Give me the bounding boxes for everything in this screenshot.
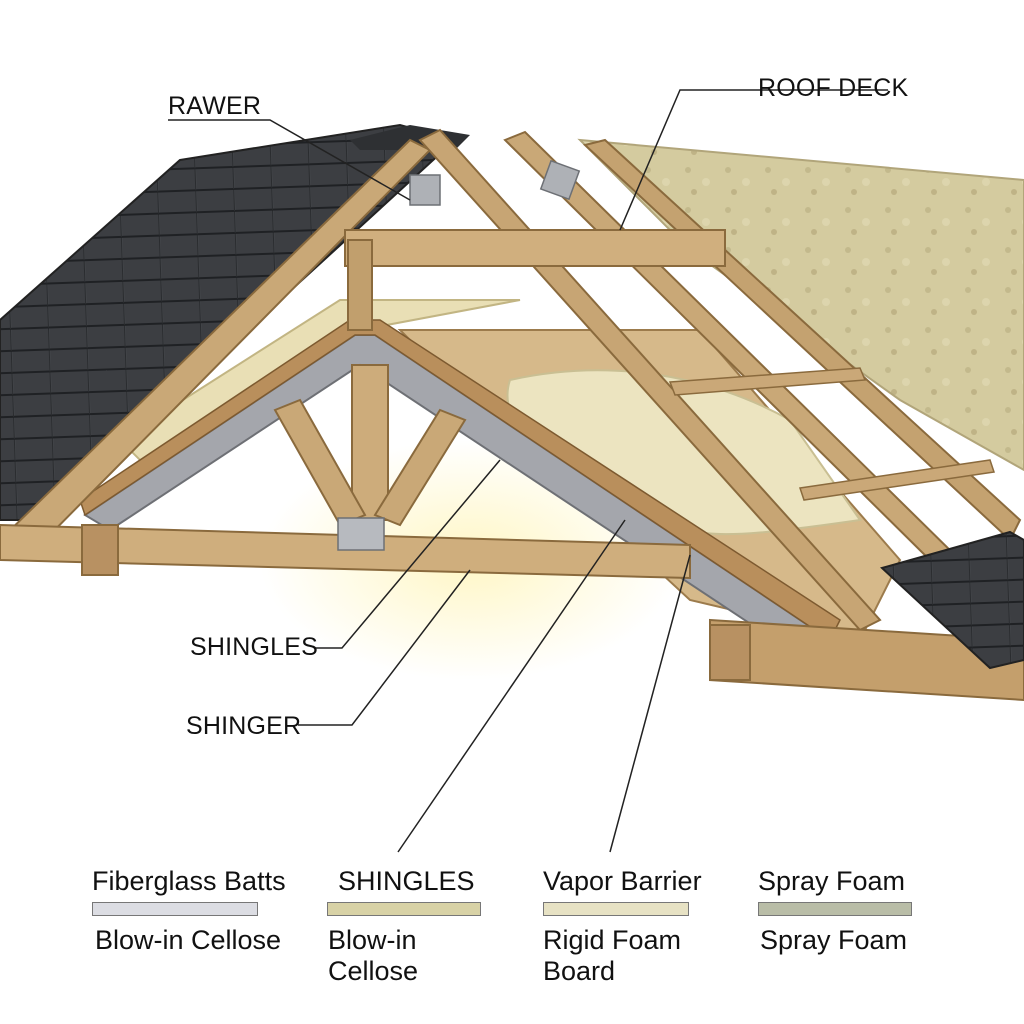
gusset-plate-bottom: [337, 517, 385, 551]
legend-item-1-bottom-label: Blow-in Cellose: [95, 925, 282, 955]
legend-item-2-bottom-label: Blow-in Cellose: [328, 925, 419, 986]
shingle-roof-right: [880, 530, 1024, 670]
beam-end-block: [709, 624, 751, 681]
legend-item-1-top-label: Fiberglass Batts: [92, 866, 286, 896]
gusset-plate-top: [409, 174, 441, 206]
gusset-plate-right: [539, 159, 581, 201]
legend-item-2-swatch: [327, 902, 481, 916]
bottom-chord: [0, 523, 691, 580]
leader-shingles: [315, 459, 501, 649]
leader-rawer: [168, 119, 411, 201]
beam-end-block-left: [81, 524, 119, 576]
callout-rawer: RAWER: [168, 92, 262, 120]
legend-item-2-top-label: SHINGLES: [338, 866, 475, 896]
leader-shingles-legend: [397, 519, 626, 853]
legend-item-4-bottom-label: Spray Foam: [760, 925, 908, 955]
legend-item-3-bottom-label: Rigid Foam Board: [543, 925, 682, 986]
legend-item-3-swatch: [543, 902, 689, 916]
leader-vapor-legend: [609, 554, 691, 853]
callout-shingles: SHINGLES: [190, 633, 319, 661]
truss-center-post: [351, 364, 389, 521]
legend-item-4-top-label: Spray Foam: [758, 866, 906, 896]
truss-web-left: [273, 398, 367, 527]
truss-web-right: [373, 408, 467, 527]
collar-tie: [344, 229, 726, 267]
batten-2: [799, 459, 995, 501]
leader-roof-deck: [619, 89, 888, 231]
legend-item-1-swatch: [92, 902, 258, 916]
leader-shinger: [298, 569, 471, 726]
batten-1: [668, 367, 867, 396]
callout-roof-deck: ROOF DECK: [758, 74, 909, 102]
legend-item-4-swatch: [758, 902, 912, 916]
callout-shinger: SHINGER: [186, 712, 302, 740]
legend-item-3-top-label: Vapor Barrier: [543, 866, 702, 896]
king-post: [347, 239, 373, 331]
